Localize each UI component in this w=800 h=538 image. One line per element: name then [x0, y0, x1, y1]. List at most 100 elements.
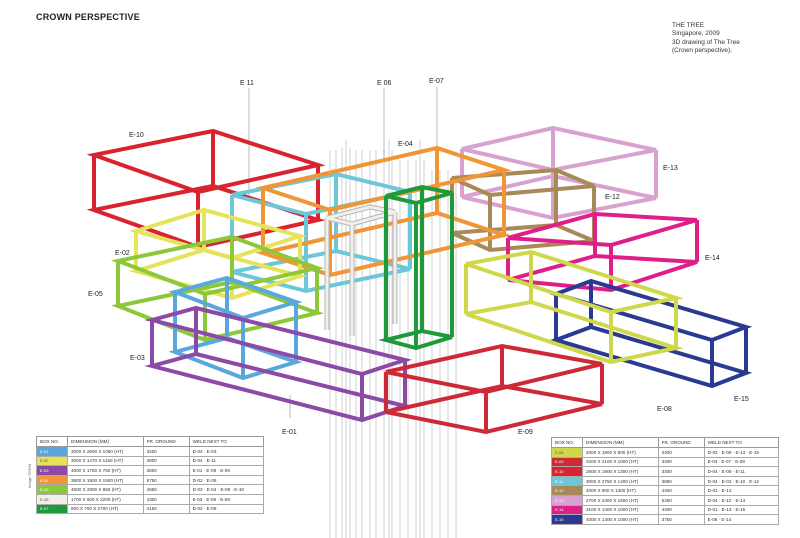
legend-box-swatch: E-11	[551, 475, 583, 487]
legend-box-swatch: E-03	[36, 465, 68, 476]
col-dimension: DIMENSION (MM)	[67, 436, 144, 447]
label-e-13: E-13	[663, 165, 678, 172]
legend-weld: D-04 · E-11	[188, 455, 265, 467]
info-line: (Crown perspective).	[672, 47, 732, 55]
col-fr-ground: FR. GROUND	[142, 436, 190, 447]
legend-box-swatch: E-12	[551, 485, 583, 496]
col-weld-next-to: WELD NEXT TO	[703, 437, 780, 448]
legend-box-swatch: E-01	[36, 446, 68, 457]
label-e-06: E 06	[377, 80, 392, 87]
legend-fr-ground: 4400	[657, 485, 705, 496]
legend-weld: D-02 · E-09	[188, 503, 265, 515]
legend-weld: D-03 · E-04 · E-08 · E-10	[188, 484, 265, 495]
legend-dimension: 3000 X 1470 X 1150 (HT)	[67, 455, 144, 467]
box-e-08	[464, 249, 684, 365]
legend-fr-ground: 4400	[657, 504, 705, 516]
col-box-no: BOX NO.	[551, 437, 583, 448]
legend-dimension: 3000 X 2600 X 1050 (HT)	[67, 446, 144, 457]
label-e-02: E-02	[115, 250, 130, 257]
legend-dimension: 2000 X 1900 X 900 (HT)	[582, 447, 659, 458]
project-info: THE TREE Singapore, 2009 3D drawing of T…	[672, 22, 740, 56]
legend-dimension: 800 X 700 X 2700 (HT)	[67, 503, 144, 515]
legend-weld: D-01 · E-13	[703, 485, 780, 496]
legend-box-swatch: E-08	[551, 447, 583, 458]
info-line: Singapore, 2009	[672, 30, 720, 38]
label-e-12: E-12	[605, 194, 620, 201]
legend-table-right: BOX NO. DIMENSION (MM) FR. GROUND WELD N…	[551, 437, 780, 525]
legend-weld: D-04 · E-02 · E-10 · E-12	[703, 475, 780, 487]
col-weld-next-to: WELD NEXT TO	[188, 436, 265, 447]
label-e-05: E-05	[88, 291, 103, 298]
legend-box-swatch: E-02	[36, 455, 68, 467]
legend-header-row: BOX NO. DIMENSION (MM) FR. GROUND WELD N…	[551, 437, 780, 448]
label-e-10: E-10	[129, 132, 144, 139]
label-e-07: E-07	[429, 78, 444, 85]
label-e-03: E-03	[130, 355, 145, 362]
legend-fr-ground: 3600	[142, 465, 190, 476]
legend-fr-ground: 4300	[142, 493, 190, 505]
legend-box-swatch: E-06	[36, 493, 68, 505]
legend-box-swatch: E-05	[36, 484, 68, 495]
legend-dimension: 2700 X 2400 X 1500 (HT)	[582, 494, 659, 506]
col-fr-ground: FR. GROUND	[657, 437, 705, 448]
label-e-08: E-08	[657, 406, 672, 413]
legend-box-swatch: E-14	[551, 504, 583, 516]
legend-box-swatch: E-07	[36, 503, 68, 515]
legend-fr-ground: 4400	[657, 447, 705, 458]
box-e-07	[378, 184, 454, 351]
legend-fr-ground: 3400	[657, 466, 705, 477]
legend-dimension: 4600 X 2900 X 850 (HT)	[67, 484, 144, 495]
box-e-09	[384, 343, 604, 435]
box-e-04	[255, 145, 512, 278]
legend-weld: E-03 · E-07 · E-08	[703, 456, 780, 468]
box-e-01	[168, 275, 303, 381]
legend-box-swatch: E-15	[551, 514, 583, 525]
legend-fr-ground: 3800	[142, 455, 190, 467]
info-line: 3D drawing of The Tree	[672, 38, 740, 46]
legend-dimension: 3000 X 2750 X 1400 (HT)	[582, 475, 659, 487]
image-credit: Image ©SRM	[27, 463, 32, 488]
legend-dimension: 3600 X 1900 X 1500 (HT)	[67, 474, 144, 486]
label-e-14: E-14	[705, 255, 720, 262]
legend-header-row: BOX NO. DIMENSION (MM) FR. GROUND WELD N…	[36, 436, 265, 447]
box-e-03	[144, 305, 413, 423]
legend-box-swatch: E-13	[551, 494, 583, 506]
drawing-title: CROWN PERSPECTIVE	[36, 12, 140, 22]
legend-weld: D-04 · E-05 · E-11	[703, 466, 780, 477]
legend-dimension: 3100 X 1400 X 1000 (HT)	[582, 504, 659, 516]
box-e-06	[324, 204, 398, 336]
label-e-01: E-01	[282, 429, 297, 436]
legend-fr-ground: 5250	[657, 494, 705, 506]
legend-weld: D-02 · E-05	[188, 474, 265, 486]
legend-fr-ground: 4150	[142, 503, 190, 515]
legend-dimension: 4600 X 1750 X 750 (HT)	[67, 465, 144, 476]
legend-weld: E-01 · E-08 · E-09	[188, 465, 265, 476]
legend-fr-ground: 3850	[657, 475, 705, 487]
legend-box-swatch: E-10	[551, 466, 583, 477]
legend-weld: E-08 · E-14	[703, 514, 780, 525]
col-dimension: DIMENSION (MM)	[582, 437, 659, 448]
legend-fr-ground: 4650	[142, 484, 190, 495]
legend-dimension: 3200 X 2100 X 1000 (HT)	[582, 456, 659, 468]
legend-weld: D-02 · E-09 · E-13 · E-15	[703, 447, 780, 458]
legend-fr-ground: 5750	[142, 474, 190, 486]
box-e-10	[86, 128, 326, 250]
legend-dimension: 1700 X 600 X 2200 (HT)	[67, 493, 144, 505]
label-e-09: E-09	[518, 429, 533, 436]
legend-weld: E-03 · E-05 · E-09	[188, 493, 265, 505]
